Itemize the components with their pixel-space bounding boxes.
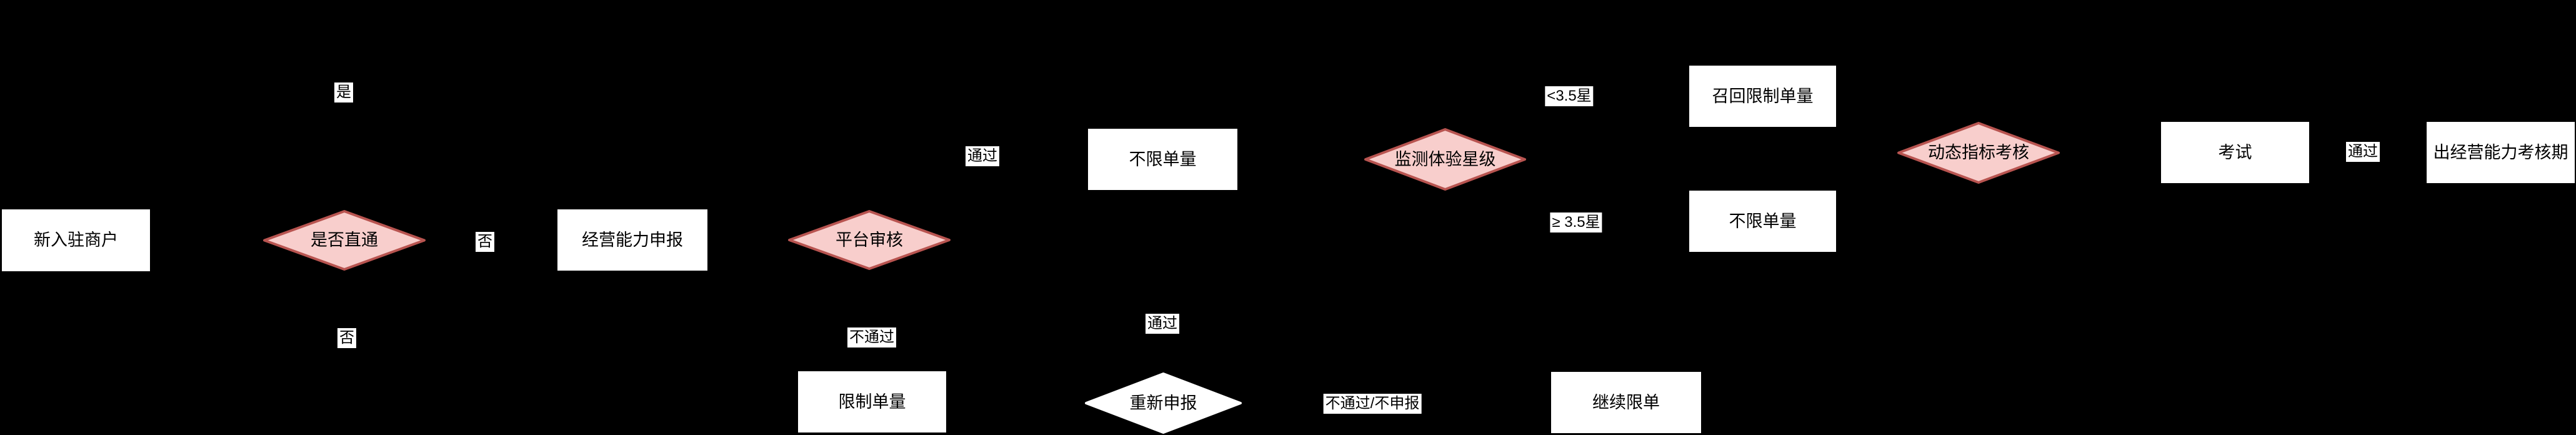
- node-exam: 考试: [2161, 122, 2309, 183]
- edge-label-yes: 是: [334, 82, 353, 102]
- node-label-continue-limit-orders: 继续限单: [1592, 392, 1660, 412]
- node-label-redeclare: 重新申报: [1129, 393, 1197, 412]
- edge-label-no-right: 否: [476, 232, 494, 252]
- node-label-recall-limited-orders: 召回限制单量: [1712, 86, 1814, 106]
- node-label-platform-review: 平台审核: [836, 230, 903, 249]
- node-new-merchant: 新入驻商户: [2, 209, 150, 271]
- decision-diamond-shape: [1897, 122, 2060, 184]
- node-unlimited-orders-2: 不限单量: [1689, 191, 1836, 252]
- node-label-limited-orders: 限制单量: [838, 392, 906, 411]
- node-label-monitor-star-rating: 监测体验星级: [1394, 149, 1496, 169]
- node-limited-orders: 限制单量: [798, 371, 946, 432]
- node-label-capability-declaration: 经营能力申报: [582, 230, 683, 249]
- node-unlimited-orders-1: 不限单量: [1088, 129, 1237, 190]
- node-monitor-star-rating: 监测体验星级: [1364, 128, 1527, 191]
- node-label-dynamic-kpi-assessment: 动态指标考核: [1928, 143, 2029, 162]
- edge-label-lt-3-5-star: <3.5星: [1545, 86, 1594, 106]
- edge-label-pass-exam: 通过: [2346, 142, 2380, 162]
- edge-label-fail-platform: 不通过: [847, 328, 896, 348]
- decision-diamond-shape: [1085, 372, 1242, 434]
- decision-diamond-shape: [263, 210, 426, 271]
- node-label-exam: 考试: [2218, 142, 2252, 162]
- decision-diamond-shape: [1364, 128, 1526, 191]
- node-continue-limit-orders: 继续限单: [1551, 372, 1701, 433]
- edge-label-fail-or-no-redeclare: 不通过/不申报: [1323, 394, 1422, 414]
- edge-label-pass-redeclare: 通过: [1146, 314, 1179, 334]
- edge-label-pass-platform: 通过: [966, 146, 999, 166]
- edge-label-no-down: 否: [337, 328, 356, 348]
- node-label-exit-assessment-period: 出经营能力考核期: [2433, 142, 2569, 162]
- edge-label-ge-3-5-star: ≥ 3.5星: [1550, 212, 1602, 232]
- node-capability-declaration: 经营能力申报: [557, 209, 707, 271]
- node-recall-limited-orders: 召回限制单量: [1689, 66, 1836, 127]
- node-label-is-direct-pass: 是否直通: [311, 231, 378, 250]
- node-platform-review: 平台审核: [787, 209, 951, 271]
- node-is-direct-pass: 是否直通: [262, 209, 426, 271]
- node-exit-assessment-period: 出经营能力考核期: [2427, 122, 2575, 183]
- decision-diamond-shape: [788, 210, 951, 270]
- node-label-new-merchant: 新入驻商户: [34, 231, 118, 250]
- node-label-unlimited-orders-2: 不限单量: [1729, 211, 1797, 231]
- node-redeclare: 重新申报: [1084, 372, 1242, 434]
- node-dynamic-kpi-assessment: 动态指标考核: [1897, 121, 2060, 184]
- node-label-unlimited-orders-1: 不限单量: [1129, 149, 1197, 169]
